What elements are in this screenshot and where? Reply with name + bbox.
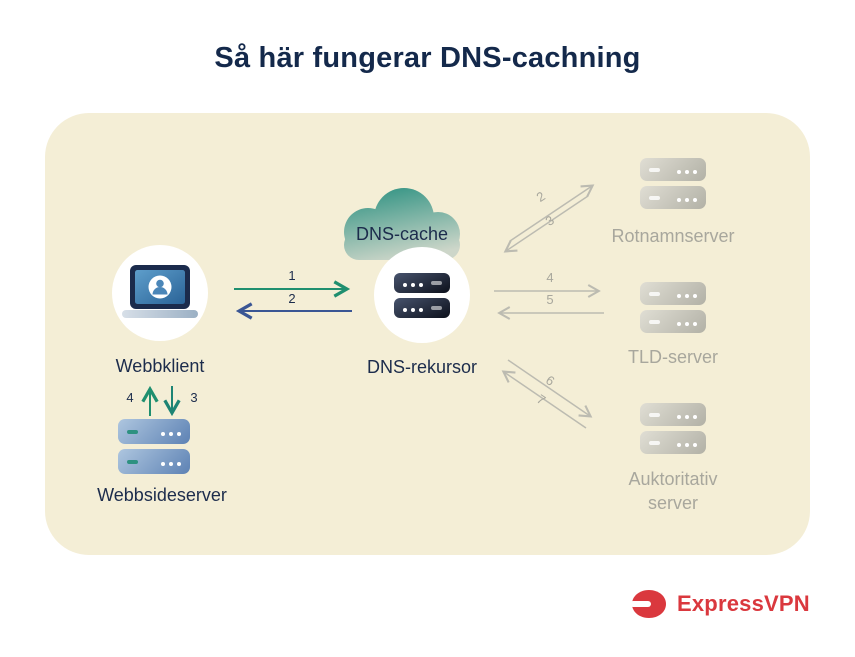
server-slot bbox=[127, 459, 138, 464]
server-slot bbox=[127, 429, 138, 434]
server-slot bbox=[649, 195, 660, 200]
step-label-resolver-to-client: 2 bbox=[288, 291, 296, 306]
webbklient-label: Webbklient bbox=[115, 356, 205, 376]
laptop-icon bbox=[122, 265, 198, 318]
webbsideserver-label: Webbsideserver bbox=[97, 485, 227, 505]
server-unit bbox=[640, 431, 706, 454]
server-dots bbox=[673, 189, 697, 207]
tld-server-label: TLD-server bbox=[627, 347, 718, 367]
step-label-client-to-resolver: 1 bbox=[288, 268, 296, 283]
webbklient-node bbox=[112, 245, 208, 341]
auktoritativ-server-icon bbox=[640, 403, 706, 454]
server-slot bbox=[649, 440, 660, 445]
server-dots bbox=[673, 313, 697, 331]
step-label-tld-to-resolver: 5 bbox=[546, 292, 554, 307]
page-title: Så här fungerar DNS-cachning bbox=[214, 42, 641, 74]
dns-cache-label: DNS-cache bbox=[355, 224, 449, 244]
server-unit bbox=[118, 419, 190, 444]
rotnamnserver-label: Rotnamnserver bbox=[611, 226, 735, 246]
rotnamnserver-icon bbox=[640, 158, 706, 209]
dns-rekursor-label: DNS-rekursor bbox=[366, 357, 477, 377]
server-dots bbox=[157, 423, 181, 441]
webbsideserver-icon bbox=[118, 419, 190, 474]
server-unit bbox=[640, 186, 706, 209]
server-unit bbox=[640, 158, 706, 181]
server-unit bbox=[118, 449, 190, 474]
expressvpn-logomark-icon bbox=[630, 590, 666, 618]
server-slot bbox=[649, 291, 660, 296]
server-dots bbox=[673, 161, 697, 179]
server-unit bbox=[640, 403, 706, 426]
server-slot bbox=[649, 167, 660, 172]
server-slot bbox=[649, 319, 660, 324]
server-slot bbox=[431, 280, 442, 285]
server-unit bbox=[640, 310, 706, 333]
server-dots bbox=[403, 274, 427, 292]
server-dots bbox=[403, 299, 427, 317]
brand-wordmark: ExpressVPN bbox=[677, 591, 810, 616]
brand-logo: ExpressVPN bbox=[630, 586, 810, 622]
server-unit bbox=[640, 282, 706, 305]
step-label-resolver-to-tld: 4 bbox=[546, 270, 554, 285]
server-dots bbox=[673, 285, 697, 303]
auktoritativ-server-label: Auktoritativ server bbox=[628, 469, 718, 514]
server-dots bbox=[673, 434, 697, 452]
server-unit bbox=[394, 272, 450, 293]
step-label-client-to-webserver: 3 bbox=[190, 390, 198, 405]
server-slot bbox=[649, 412, 660, 417]
dns-cache-cloud-icon bbox=[344, 188, 460, 260]
tld-server-icon bbox=[640, 282, 706, 333]
dns-server-icon bbox=[394, 272, 450, 318]
server-dots bbox=[157, 453, 181, 471]
server-unit bbox=[394, 297, 450, 318]
server-slot bbox=[431, 305, 442, 310]
step-label-webserver-to-client: 4 bbox=[126, 390, 134, 405]
server-dots bbox=[673, 406, 697, 424]
dns-rekursor-node bbox=[374, 247, 470, 343]
